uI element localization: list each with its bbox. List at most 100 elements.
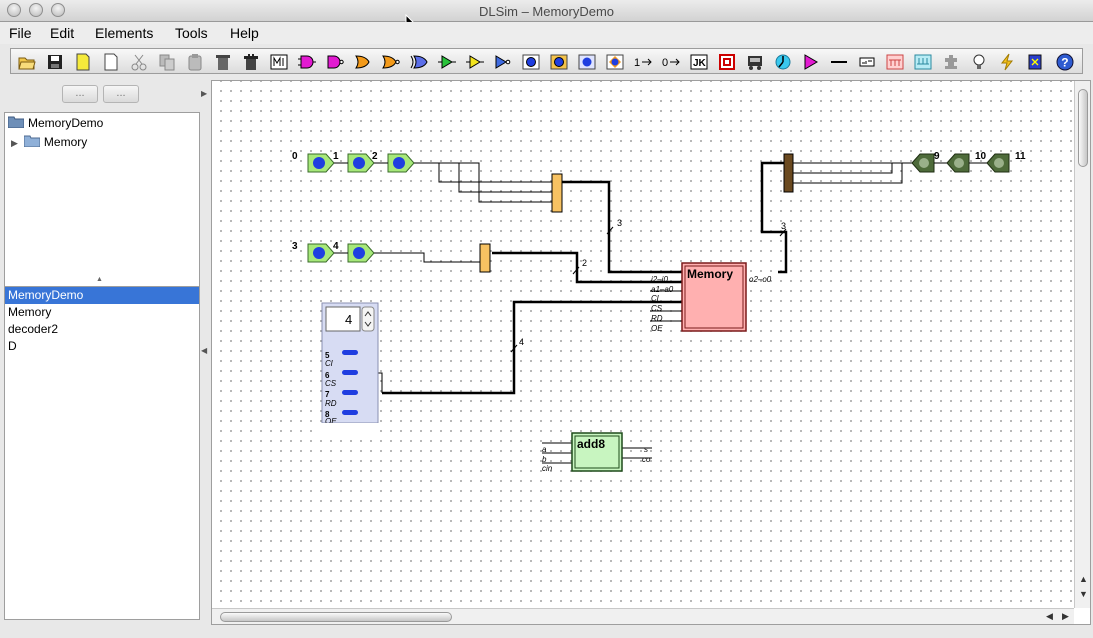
bus-splitter[interactable] (783, 153, 794, 193)
help-icon[interactable]: ? (1055, 52, 1075, 72)
list-item[interactable]: D (8, 339, 17, 353)
list-item[interactable]: decoder2 (8, 322, 59, 336)
open-icon[interactable] (17, 52, 37, 72)
circuit-canvas-area: 3 2 4 3 0 1 2 3 4 (211, 80, 1091, 625)
menu-help[interactable]: Help (230, 25, 259, 41)
nand-gate-icon[interactable] (325, 52, 345, 72)
spinner-arrows[interactable] (361, 306, 375, 332)
menu-file[interactable]: File (9, 25, 32, 41)
zoom-window-button[interactable] (51, 3, 65, 17)
list-item[interactable]: Memory (8, 305, 52, 319)
copy-icon[interactable] (157, 52, 177, 72)
nav-forward-button[interactable]: ... (103, 85, 139, 103)
led-icon[interactable] (577, 52, 597, 72)
display-icon[interactable] (605, 52, 625, 72)
horizontal-scroll-thumb[interactable] (220, 612, 452, 622)
component-icon[interactable] (941, 52, 961, 72)
bus-width-label: 4 (519, 337, 524, 347)
led-indicator[interactable] (342, 350, 358, 355)
port-label: CS (651, 304, 663, 313)
split-handle-vertical-icon[interactable]: ◀ (201, 346, 208, 355)
circuit-canvas[interactable]: 3 2 4 3 0 1 2 3 4 (212, 81, 1074, 608)
led-indicator[interactable] (342, 410, 358, 415)
scroll-up-icon[interactable]: ▲ (1079, 574, 1088, 584)
menu-elements[interactable]: Elements (95, 25, 154, 41)
close-window-button[interactable] (7, 3, 21, 17)
bus-ticks (510, 226, 787, 353)
pin-label: 0 (292, 151, 298, 162)
output-icon[interactable] (549, 52, 569, 72)
circuit-list: MemoryDemo Memory decoder2 D (4, 286, 200, 620)
tree-root[interactable]: MemoryDemo (8, 115, 103, 131)
pin-label: 2 (372, 151, 378, 162)
adder-title: add8 (577, 437, 605, 451)
simulate-icon[interactable] (997, 52, 1017, 72)
multiplexer-icon[interactable] (269, 52, 289, 72)
label-icon[interactable] (857, 52, 877, 72)
one-constant-icon[interactable]: 1 (633, 52, 653, 72)
input-icon[interactable] (521, 52, 541, 72)
save-icon[interactable] (45, 52, 65, 72)
bus-joiner[interactable] (479, 243, 491, 273)
port-label: a (542, 445, 547, 454)
nav-back-button[interactable]: ... (62, 85, 98, 103)
expand-arrow-icon[interactable]: ▶ (11, 138, 18, 148)
tree-item-memory[interactable]: ▶Memory (11, 134, 87, 150)
vertical-scroll-thumb[interactable] (1078, 89, 1088, 167)
memory-title: Memory (687, 267, 733, 281)
pin-label: 1 (333, 151, 339, 162)
and-gate-icon[interactable] (297, 52, 317, 72)
port-label: o2–o0 (749, 275, 772, 284)
book-icon[interactable] (1025, 52, 1045, 72)
buffer-icon[interactable] (437, 52, 457, 72)
menu-edit[interactable]: Edit (50, 25, 75, 41)
not-gate-icon[interactable] (493, 52, 513, 72)
bus-icon[interactable] (745, 52, 765, 72)
output-pins[interactable] (911, 153, 1010, 173)
jk-flipflop-icon[interactable]: JK (689, 52, 709, 72)
nor-gate-icon[interactable] (381, 52, 401, 72)
zero-constant-icon[interactable]: 0 (661, 52, 681, 72)
collapse-arrow-icon[interactable]: ▶ (201, 89, 208, 98)
tri-state-icon[interactable] (465, 52, 485, 72)
bus-joiner[interactable] (551, 173, 563, 213)
horizontal-scrollbar[interactable]: ◀ ▶ (212, 608, 1074, 624)
control-panel[interactable]: 4 5 Cl 6 CS 7 RD 8 OE (321, 302, 379, 426)
xor-gate-icon[interactable] (409, 52, 429, 72)
wire-icon[interactable] (829, 52, 849, 72)
adder-block[interactable]: add8 (571, 432, 623, 472)
new-icon[interactable] (73, 52, 93, 72)
new-page-icon[interactable] (101, 52, 121, 72)
out-label: 11 (1015, 151, 1026, 162)
scroll-left-icon[interactable]: ◀ (1046, 611, 1053, 621)
list-item[interactable]: MemoryDemo (5, 287, 199, 304)
pin-label: 4 (333, 241, 339, 252)
control-row-sig: RD (325, 399, 337, 408)
joiner-icon[interactable] (913, 52, 933, 72)
bus-width-label: 2 (582, 258, 587, 268)
paste-icon[interactable] (185, 52, 205, 72)
led-indicator[interactable] (342, 370, 358, 375)
register-icon[interactable] (717, 52, 737, 72)
out-label: 9 (934, 151, 940, 162)
vertical-scrollbar[interactable]: ▲ ▼ (1074, 81, 1090, 608)
bus-width-label: 3 (617, 218, 622, 228)
minimize-window-button[interactable] (29, 3, 43, 17)
or-gate-icon[interactable] (353, 52, 373, 72)
control-row-sig: Cl (325, 359, 333, 368)
input-pins[interactable] (307, 153, 415, 263)
scroll-down-icon[interactable]: ▼ (1079, 589, 1088, 599)
cut-icon[interactable] (129, 52, 149, 72)
splitter-icon[interactable] (885, 52, 905, 72)
scroll-right-icon[interactable]: ▶ (1062, 611, 1069, 621)
clock-icon[interactable] (773, 52, 793, 72)
memory-block[interactable]: Memory (681, 262, 747, 332)
menu-tools[interactable]: Tools (175, 25, 208, 41)
delete-all-icon[interactable] (241, 52, 261, 72)
led-indicator[interactable] (342, 390, 358, 395)
bulb-icon[interactable] (969, 52, 989, 72)
delete-icon[interactable] (213, 52, 233, 72)
probe-icon[interactable] (801, 52, 821, 72)
split-handle-icon[interactable]: ▲ (96, 276, 103, 283)
